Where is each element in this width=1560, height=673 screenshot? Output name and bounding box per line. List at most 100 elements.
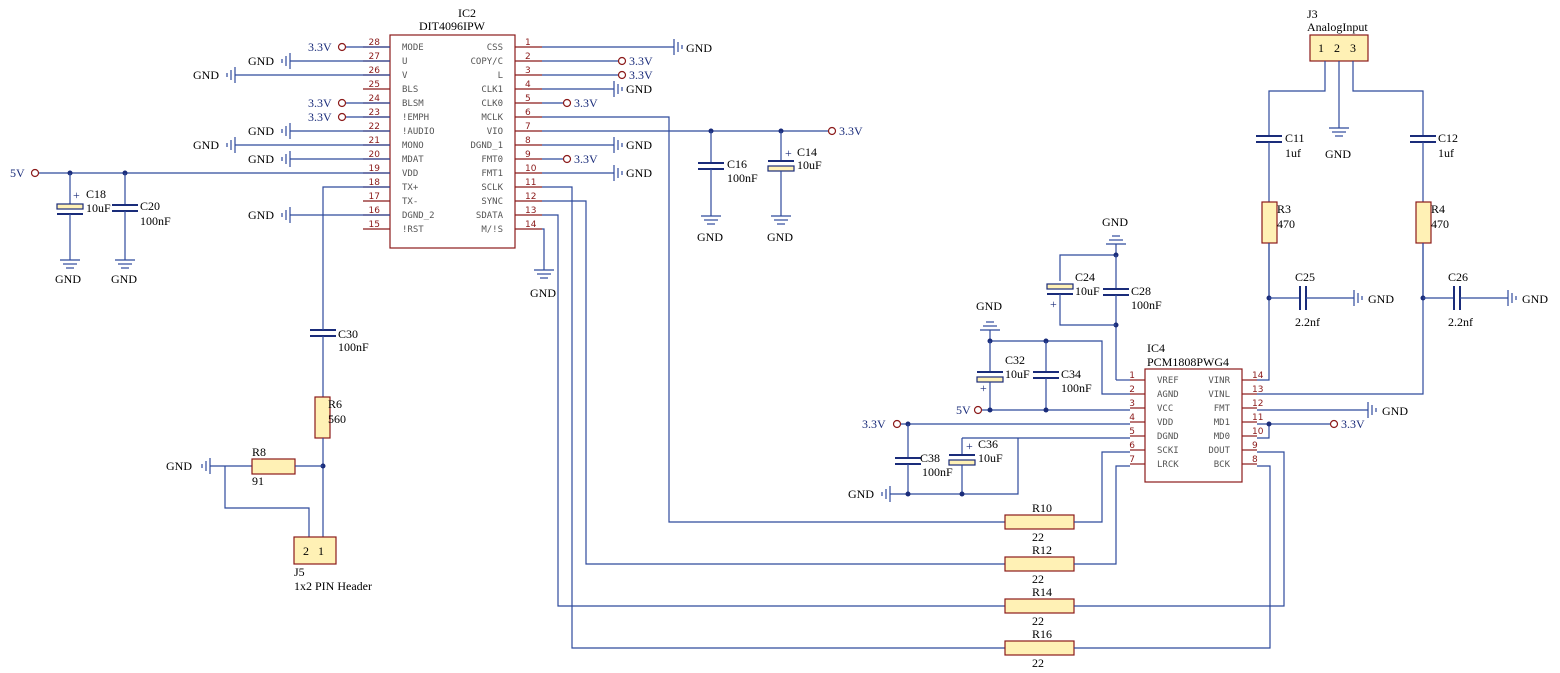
- ic2-pin-number: 11: [525, 178, 536, 188]
- ic2-body: [389, 34, 516, 249]
- power-port-3v3: [892, 419, 902, 429]
- c20-ref: C20: [140, 199, 160, 213]
- r14-value: 22: [1032, 614, 1044, 628]
- ic2-pin-name: SCLK: [481, 183, 503, 193]
- c32-ref: C32: [1005, 353, 1025, 367]
- ic2-pin-name: MCLK: [481, 113, 503, 123]
- c26-value: 2.2nf: [1448, 315, 1473, 329]
- c30-value: 100nF: [338, 340, 369, 354]
- ic2-pin-name: COPY/C: [470, 57, 503, 67]
- c14-ref: C14: [797, 145, 817, 159]
- ic2-pin-number: 10: [525, 164, 537, 174]
- ic4-pin-name: AGND: [1157, 390, 1179, 400]
- net-label-gnd: GND: [1368, 292, 1394, 306]
- net-label-3v3: 3.3V: [308, 96, 332, 110]
- c34-value: 100nF: [1061, 381, 1092, 395]
- ic2-pin-number: 17: [369, 192, 380, 202]
- c20-value: 100nF: [140, 214, 171, 228]
- c38-value: 100nF: [922, 465, 953, 479]
- net-label-gnd: GND: [1382, 404, 1408, 418]
- gnd-symbol: [281, 207, 291, 223]
- ic2-right-nets: GND 3.3V 3.3V GND 3.3V 3.3V GND 3.3V: [530, 39, 1005, 649]
- ic2-pin-name: CLK1: [481, 85, 503, 95]
- power-port-5v: [973, 405, 983, 415]
- j3: 1 2 3 J3 AnalogInput GND: [1268, 7, 1424, 161]
- c12: C12 1uf: [1410, 131, 1458, 202]
- ic2-ref: IC2: [458, 6, 476, 20]
- ic4-left-nets: GND + C24 10uF C28 100nF GND + C32 10u: [848, 215, 1162, 502]
- c28-ref: C28: [1131, 284, 1151, 298]
- j3-ref: J3: [1307, 7, 1318, 21]
- ic2-pin-name: U: [402, 57, 407, 67]
- ic2-pin: 15!RST: [363, 220, 424, 235]
- gnd-symbol: [613, 137, 623, 153]
- c25-value: 2.2nf: [1295, 315, 1320, 329]
- c14-polarity: +: [785, 146, 792, 160]
- net-label-3v3: 3.3V: [1341, 417, 1365, 431]
- ic2-pin-number: 8: [525, 136, 531, 146]
- net-label-5v: 5V: [956, 403, 971, 417]
- c14-value: 10uF: [797, 158, 822, 172]
- power-port-5v: [30, 168, 40, 178]
- gnd-symbol: [281, 53, 291, 69]
- ic4-pin-name: VDD: [1157, 418, 1173, 428]
- ic2-left-nets: 3.3V GND GND 3.3V 3.3V GND GND GND 5V: [10, 40, 390, 297]
- ic2-pin-name: FMT0: [481, 155, 503, 165]
- r16: R16 22: [1004, 465, 1271, 670]
- net-label-gnd: GND: [1102, 215, 1128, 229]
- c30: C30 100nF: [310, 297, 369, 397]
- ic2-pin-number: 21: [369, 136, 380, 146]
- net-label-gnd: GND: [248, 208, 274, 222]
- net-label-gnd: GND: [111, 272, 137, 286]
- r8-ref: R8: [252, 445, 266, 459]
- ic4-pin-name: VCC: [1157, 404, 1173, 414]
- ic2-pin-number: 16: [369, 206, 381, 216]
- c20: GND C20 100nF: [111, 173, 171, 286]
- net-label-3v3: 3.3V: [629, 68, 653, 82]
- gnd-symbol: [613, 165, 623, 181]
- c14: + GND C14 10uF: [767, 131, 822, 244]
- c18-ref: C18: [86, 187, 106, 201]
- net-label-gnd: GND: [626, 138, 652, 152]
- r4-ref: R4: [1431, 202, 1445, 216]
- ic2-pin-name: M/!S: [481, 225, 503, 235]
- ic4-pin-number: 10: [1252, 427, 1264, 437]
- c32-value: 10uF: [1005, 367, 1030, 381]
- ic2-pin-name: DGND_1: [470, 141, 503, 151]
- c12-value: 1uf: [1438, 146, 1454, 160]
- j3-value: AnalogInput: [1307, 20, 1368, 34]
- c34-ref: C34: [1061, 367, 1081, 381]
- ic4-right-nets: GND 3.3V: [1257, 243, 1424, 439]
- net-label-gnd: GND: [626, 166, 652, 180]
- ic4-pin-name: MD0: [1214, 432, 1230, 442]
- gnd-symbol: [281, 151, 291, 167]
- net-label-gnd: GND: [626, 82, 652, 96]
- c36-polarity: +: [966, 439, 973, 453]
- r14: R14 22: [1004, 451, 1285, 628]
- ic2-pin-name: FMT1: [481, 169, 503, 179]
- ic2-pin-name: VDD: [402, 169, 418, 179]
- gnd-symbol: [281, 123, 291, 139]
- c11-value: 1uf: [1285, 146, 1301, 160]
- net-label-gnd: GND: [686, 41, 712, 55]
- power-port-3v3: [337, 42, 347, 52]
- ic2-pin-name: CLK0: [481, 99, 503, 109]
- c18: + GND C18 10uF: [55, 173, 111, 286]
- c24-polarity: +: [1050, 297, 1057, 311]
- power-port-3v3: [827, 126, 837, 136]
- ic4-pin-name: VREF: [1157, 376, 1179, 386]
- c38-ref: C38: [920, 451, 940, 465]
- c25: GND C25 2.2nf: [1266, 270, 1394, 329]
- c36-ref: C36: [978, 437, 998, 451]
- r6-ref: R6: [328, 397, 342, 411]
- net-label-3v3: 3.3V: [862, 417, 886, 431]
